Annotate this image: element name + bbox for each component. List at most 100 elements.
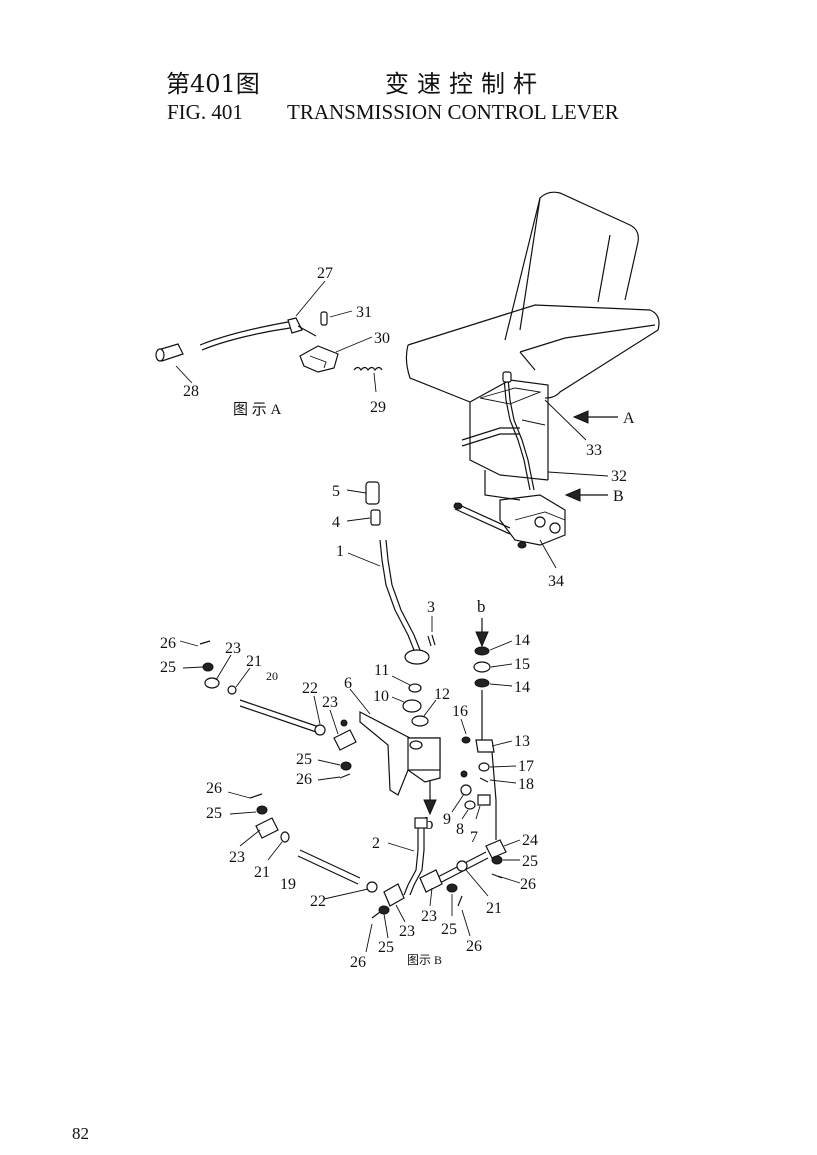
label-15: 15 xyxy=(514,656,530,673)
label-17: 17 xyxy=(518,758,534,775)
label-22a: 22 xyxy=(302,680,318,697)
nut-25c xyxy=(256,805,268,815)
nut-25b xyxy=(340,761,352,771)
arrow-a-label: A xyxy=(623,410,635,427)
figure-title-en: TRANSMISSION CONTROL LEVER xyxy=(287,100,619,124)
cushion-14a xyxy=(474,646,490,656)
label-4: 4 xyxy=(332,514,340,531)
figure-number-en: FIG. 401 xyxy=(167,100,243,124)
nut-21a xyxy=(227,685,237,695)
label-13: 13 xyxy=(514,733,530,750)
nut-25a xyxy=(202,662,214,672)
label-14b: 14 xyxy=(514,679,530,696)
label-25d: 25 xyxy=(378,939,394,956)
label-23b: 23 xyxy=(322,694,338,711)
label-18: 18 xyxy=(518,776,534,793)
label-28: 28 xyxy=(183,383,199,400)
label-26e: 26 xyxy=(520,876,536,893)
nut-22a xyxy=(314,724,326,736)
label-26d: 26 xyxy=(350,954,366,971)
view-a-label: 图 示 A xyxy=(233,401,282,418)
label-21a: 21 xyxy=(246,653,262,670)
label-33: 33 xyxy=(586,442,602,459)
ball-joint-23c xyxy=(255,817,279,839)
label-26c: 26 xyxy=(206,780,222,797)
washer-12 xyxy=(411,715,429,727)
pin-26d xyxy=(371,911,381,919)
label-27: 27 xyxy=(317,265,333,282)
label-30: 30 xyxy=(374,330,390,347)
label-23d: 23 xyxy=(399,923,415,940)
label-1: 1 xyxy=(336,543,344,560)
washer-8 xyxy=(464,800,476,810)
label-32: 32 xyxy=(611,468,627,485)
view-b-group: 5 4 1 3 11 10 12 xyxy=(160,481,538,971)
ball-joint-24 xyxy=(485,839,507,859)
nut-21b xyxy=(280,831,290,843)
nut-25f xyxy=(446,883,458,893)
nut-9 xyxy=(460,784,472,796)
label-34: 34 xyxy=(548,573,564,590)
label-21c: 21 xyxy=(486,900,502,917)
pin-26b xyxy=(339,773,351,779)
label-25b: 25 xyxy=(296,751,312,768)
label-26b: 26 xyxy=(296,771,312,788)
ball-joint-23b xyxy=(333,729,357,751)
washer-17 xyxy=(478,762,490,772)
label-3: 3 xyxy=(427,599,435,616)
label-19: 19 xyxy=(280,876,296,893)
pin-18 xyxy=(479,777,489,783)
nut-25d xyxy=(378,905,390,915)
seat-assembly: A B 33 32 34 xyxy=(405,191,660,590)
label-26f: 26 xyxy=(466,938,482,955)
label-6: 6 xyxy=(344,675,352,692)
figure-title-cn: 变速控制杆 xyxy=(385,70,545,98)
shift-lever-1 xyxy=(379,539,415,651)
nut-25e xyxy=(491,855,503,865)
view-b-label: 图示 B xyxy=(407,953,442,967)
spacer-15 xyxy=(473,661,491,673)
label-26a: 26 xyxy=(160,635,176,652)
label-31: 31 xyxy=(356,304,372,321)
label-25f: 25 xyxy=(441,921,457,938)
lever-2 xyxy=(403,825,419,896)
spring-pin-3 xyxy=(427,634,436,647)
knob-5 xyxy=(365,481,380,505)
figure-number-cn: 第401图 xyxy=(166,70,260,98)
label-7: 7 xyxy=(470,829,478,846)
label-25e: 25 xyxy=(522,853,538,870)
arrow-b-lower-label-1: b xyxy=(425,814,434,833)
label-12: 12 xyxy=(434,686,450,703)
label-25c: 25 xyxy=(206,805,222,822)
nut-22b xyxy=(366,881,378,893)
label-10: 10 xyxy=(373,688,389,705)
label-23a: 23 xyxy=(225,640,241,657)
ball-joint-23e xyxy=(419,869,443,893)
label-14a: 14 xyxy=(514,632,530,649)
rod-19 xyxy=(299,849,361,879)
lever-rod-27 xyxy=(199,321,289,346)
view-a-group: 27 31 30 28 29 图 示 A xyxy=(155,265,390,418)
label-11: 11 xyxy=(374,662,389,679)
rod-20 xyxy=(239,699,323,729)
label-2: 2 xyxy=(372,835,380,852)
bolt-16 xyxy=(461,736,471,744)
label-24: 24 xyxy=(522,832,538,849)
label-29: 29 xyxy=(370,399,386,416)
cushion-14b xyxy=(474,678,490,688)
label-21b: 21 xyxy=(254,864,270,881)
page-number: 82 xyxy=(72,1124,89,1143)
label-23e: 23 xyxy=(421,908,437,925)
pin-26f xyxy=(457,895,463,907)
cap-4 xyxy=(370,509,381,526)
ball-joint-23d xyxy=(383,883,405,907)
ball-joint-23a xyxy=(204,677,220,689)
washer-11 xyxy=(408,683,422,693)
pin-26c xyxy=(249,793,263,799)
stopper-13 xyxy=(475,739,495,753)
label-20: 20 xyxy=(266,669,278,683)
knob-28 xyxy=(155,343,184,362)
bushing-10 xyxy=(402,699,422,713)
